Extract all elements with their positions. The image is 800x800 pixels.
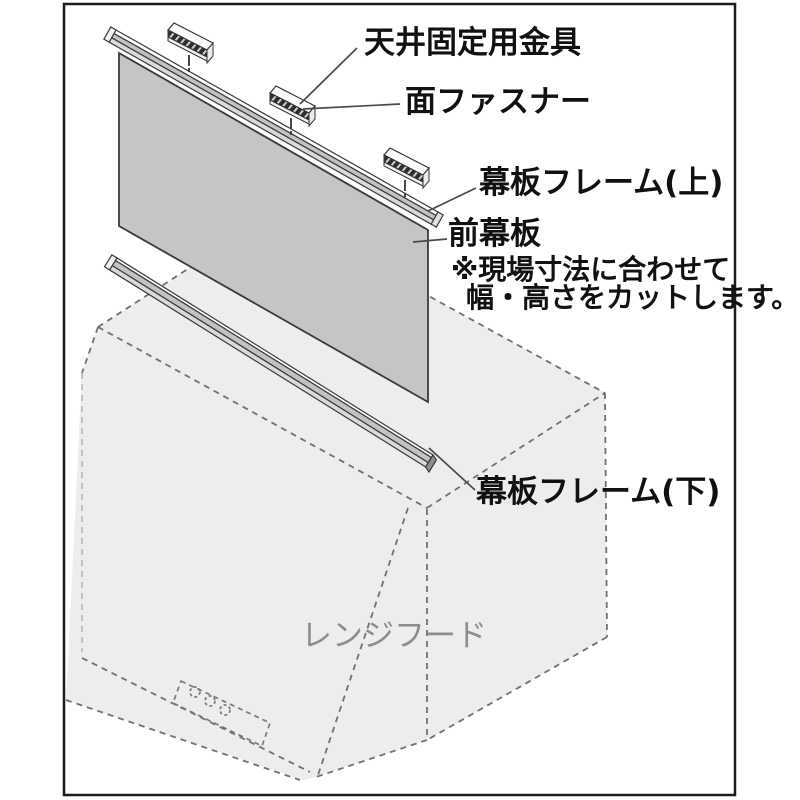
control-button-1 <box>189 686 201 698</box>
range-hood-body-fill <box>66 212 607 780</box>
control-panel-outline <box>172 680 271 747</box>
hood-front-slant-edge <box>316 507 409 779</box>
hood-bottom-left-crease <box>81 657 311 773</box>
control-button-2 <box>204 695 216 707</box>
leader-frame-lower <box>428 447 476 491</box>
upper-rail-right-cap <box>430 211 445 229</box>
frame-upper-label: 幕板フレーム(上) <box>479 165 724 201</box>
leader-frame-upper <box>427 187 477 212</box>
range-hood-label: レンジフード <box>301 618 487 654</box>
hood-left-corner-edge <box>81 326 99 374</box>
hood-right-vertical-edge <box>604 392 608 638</box>
upper-frame-rail <box>103 26 445 229</box>
ceiling-bracket-label: 天井固定用金具 <box>364 25 581 61</box>
lower-rail-left-cap <box>103 253 118 271</box>
leader-lines <box>299 47 477 491</box>
range-hood-wireframe <box>65 211 608 781</box>
hood-top-back-right-edge <box>275 211 606 394</box>
frame-lower-label: 幕板フレーム(下) <box>476 474 721 510</box>
control-button-3 <box>219 704 231 716</box>
hood-bottom-right-edge <box>426 636 608 741</box>
front-panel-label: 前幕板 <box>448 216 541 252</box>
lower-frame-rail <box>103 253 438 474</box>
surface-fastener-label: 面ファスナー <box>405 84 591 120</box>
figure-border <box>62 2 737 797</box>
hood-top-front-left-edge <box>97 326 428 509</box>
upper-rail-left-cap <box>103 26 117 44</box>
front-panel-shape <box>118 51 429 404</box>
hood-control-panel <box>172 680 271 747</box>
hood-bottom-left-rim <box>65 699 301 781</box>
cut-note-line2: 幅・高さをカットします。 <box>466 281 800 314</box>
cut-note-line1: ※現場寸法に合わせて <box>451 253 731 286</box>
leader-ceiling-bracket <box>299 47 358 105</box>
leader-surface-fastener <box>302 103 401 110</box>
hood-bottom-front-edge <box>312 739 428 779</box>
leader-front-panel <box>412 238 448 243</box>
lower-rail-right-flange <box>424 453 438 474</box>
hood-top-front-right-edge <box>426 392 606 509</box>
